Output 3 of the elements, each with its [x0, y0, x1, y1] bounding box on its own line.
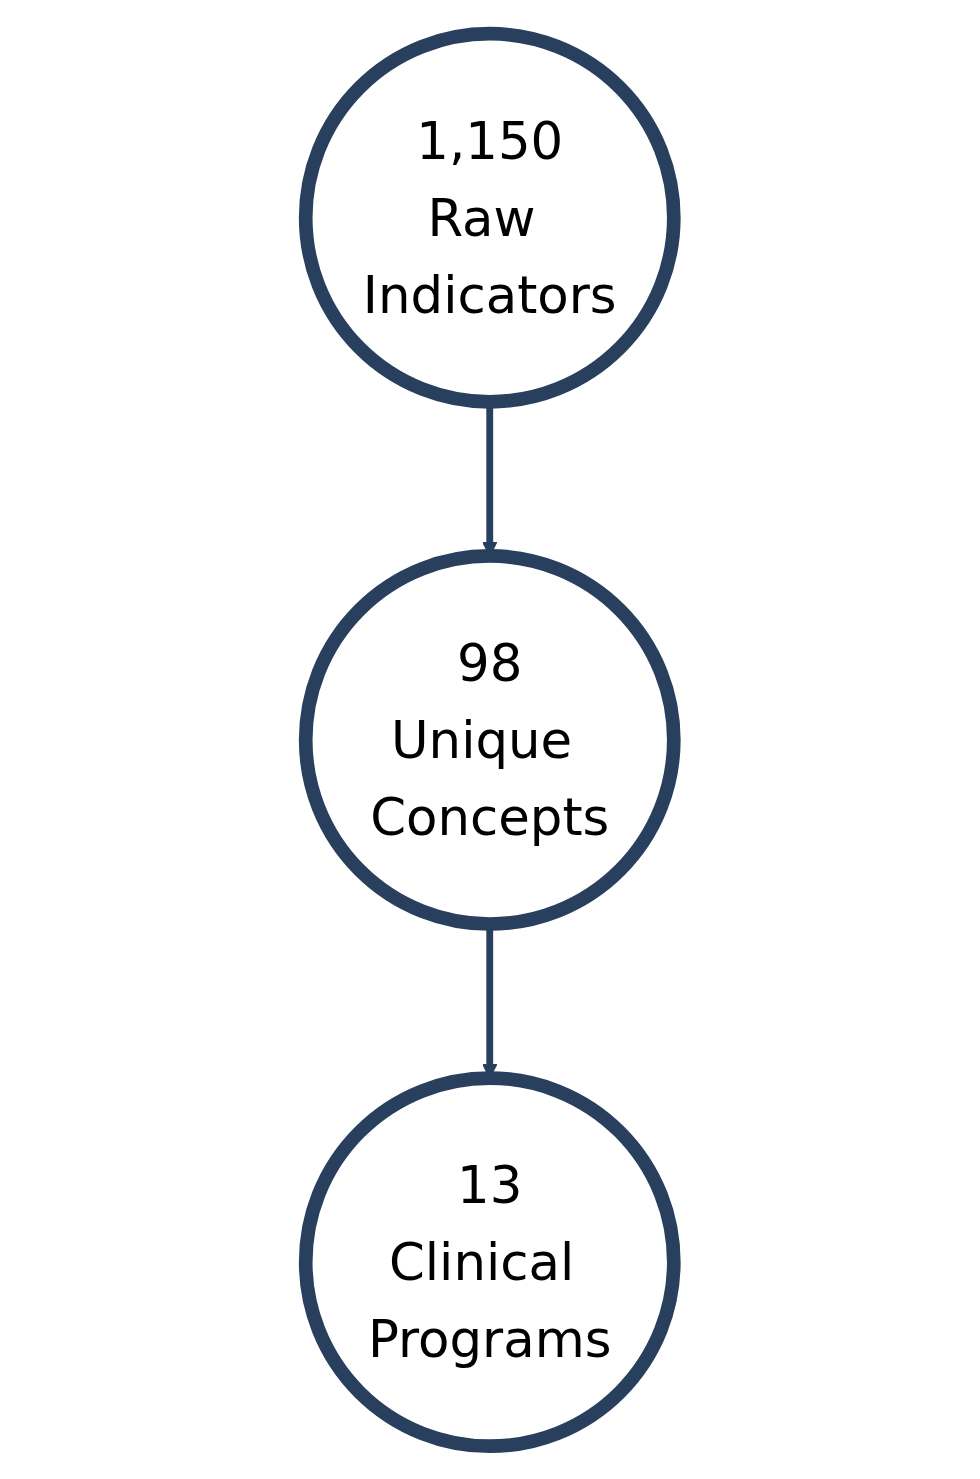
node-circle: 13 Clinical Programs: [299, 1070, 681, 1453]
node-circle: 98 Unique Concepts: [299, 548, 681, 931]
node-circle: 1,150 Raw Indicators: [299, 26, 681, 409]
